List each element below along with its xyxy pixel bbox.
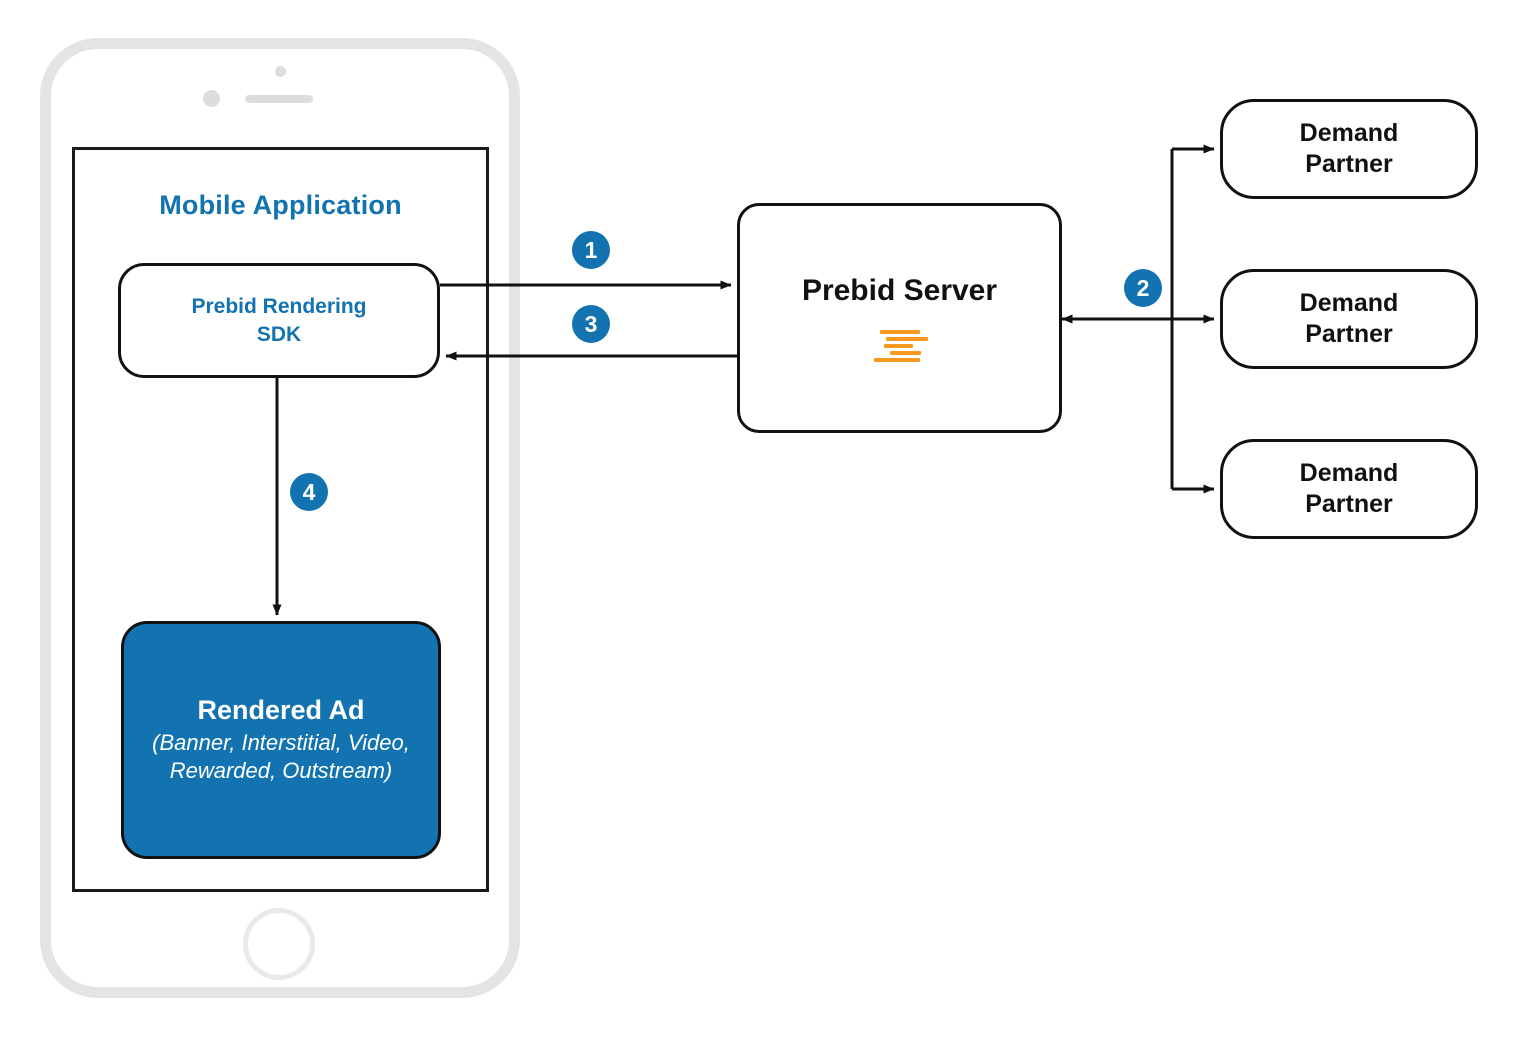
step-badge-1: 1 [572, 231, 610, 269]
front-camera-icon [203, 90, 220, 107]
prebid-server-title: Prebid Server [801, 274, 998, 307]
proximity-sensor-icon [275, 66, 286, 77]
demand-partner-label-2: Demand Partner [1299, 288, 1399, 348]
step-badge-2: 2 [1124, 269, 1162, 307]
step-badge-3: 3 [572, 305, 610, 343]
prebid-server-node[interactable]: Prebid Server [737, 203, 1062, 433]
rendered-ad-subtitle: (Banner, Interstitial, Video, Rewarded, … [152, 729, 410, 784]
demand-partner-node-1[interactable]: Demand Partner [1220, 99, 1478, 199]
page-title: Mobile Application [159, 190, 402, 220]
sdk-label-line1: Prebid Rendering [191, 295, 367, 319]
home-button[interactable] [243, 908, 315, 980]
demand-partner-node-3[interactable]: Demand Partner [1220, 439, 1478, 539]
step-badge-4: 4 [290, 473, 328, 511]
rendered-ad-node[interactable]: Rendered Ad (Banner, Interstitial, Video… [121, 621, 441, 859]
prebid-rendering-sdk-label: Prebid Rendering SDK [191, 293, 366, 348]
demand-partner-label-1: Demand Partner [1299, 118, 1399, 178]
prebid-logo-icon [872, 328, 928, 362]
rendered-ad-title: Rendered Ad [197, 695, 365, 726]
sdk-label-line2: SDK [256, 322, 302, 346]
earpiece-speaker-icon [245, 95, 313, 103]
prebid-rendering-sdk-node[interactable]: Prebid Rendering SDK [118, 263, 440, 378]
demand-partner-label-3: Demand Partner [1299, 458, 1399, 518]
demand-partner-node-2[interactable]: Demand Partner [1220, 269, 1478, 369]
